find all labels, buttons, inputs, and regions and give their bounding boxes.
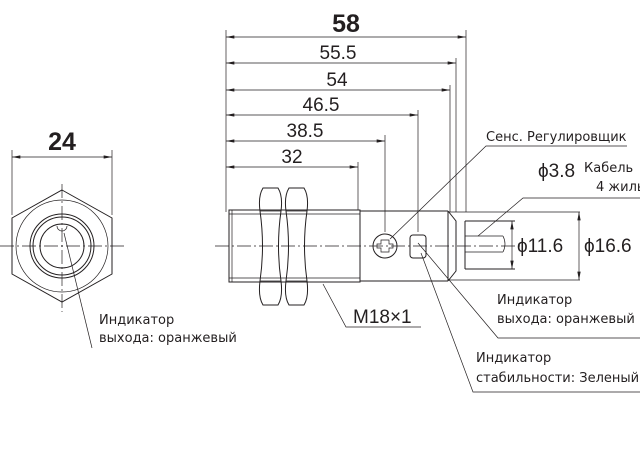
- cable-label: Кабель: [584, 161, 633, 176]
- outer-diameter-dim: ϕ16.6: [584, 236, 632, 257]
- len-46-5-dim: 46.5: [303, 95, 340, 116]
- total-length-dim: 58: [332, 10, 360, 38]
- len-54-dim: 54: [326, 70, 348, 91]
- stability-indicator-label-2: стабильности: Зеленый: [476, 371, 639, 386]
- annotations: Сенс. Регулировщик ϕ3.8 Кабель 4 жилы M1…: [322, 130, 640, 393]
- side-output-indicator-label: Индикатор: [497, 293, 572, 308]
- inner-diameter-dim: ϕ11.6: [517, 236, 563, 257]
- front-output-indicator-label: Индикатор: [99, 313, 174, 328]
- hex-width-dim: 24: [48, 128, 76, 156]
- cable-cores-label: 4 жилы: [596, 180, 640, 195]
- front-output-indicator-label-2: выхода: оранжевый: [99, 331, 237, 346]
- length-dimensions: 58 55.5 54 46.5 38.5 32: [225, 10, 467, 232]
- hex-chamfer-circle: [15, 199, 109, 293]
- cable-diameter-dim: ϕ3.8: [538, 161, 575, 182]
- side-output-indicator-label-2: выхода: оранжевый: [497, 312, 635, 327]
- stability-indicator-label: Индикатор: [476, 351, 551, 366]
- lock-nut-2: [284, 187, 309, 306]
- len-55-5-dim: 55.5: [320, 43, 357, 64]
- side-view: ϕ11.6 ϕ16.6: [215, 187, 632, 306]
- thread-dim: M18×1: [353, 307, 412, 328]
- stability-indicator-icon: [409, 234, 427, 259]
- adjuster-label: Сенс. Регулировщик: [486, 130, 627, 145]
- len-38-5-dim: 38.5: [287, 121, 324, 142]
- lock-nut-1: [258, 187, 283, 306]
- len-32-dim: 32: [281, 147, 302, 168]
- front-indicator-leader: [63, 232, 93, 349]
- front-view: 24 Индикатор выхода: оранжевый: [0, 128, 237, 349]
